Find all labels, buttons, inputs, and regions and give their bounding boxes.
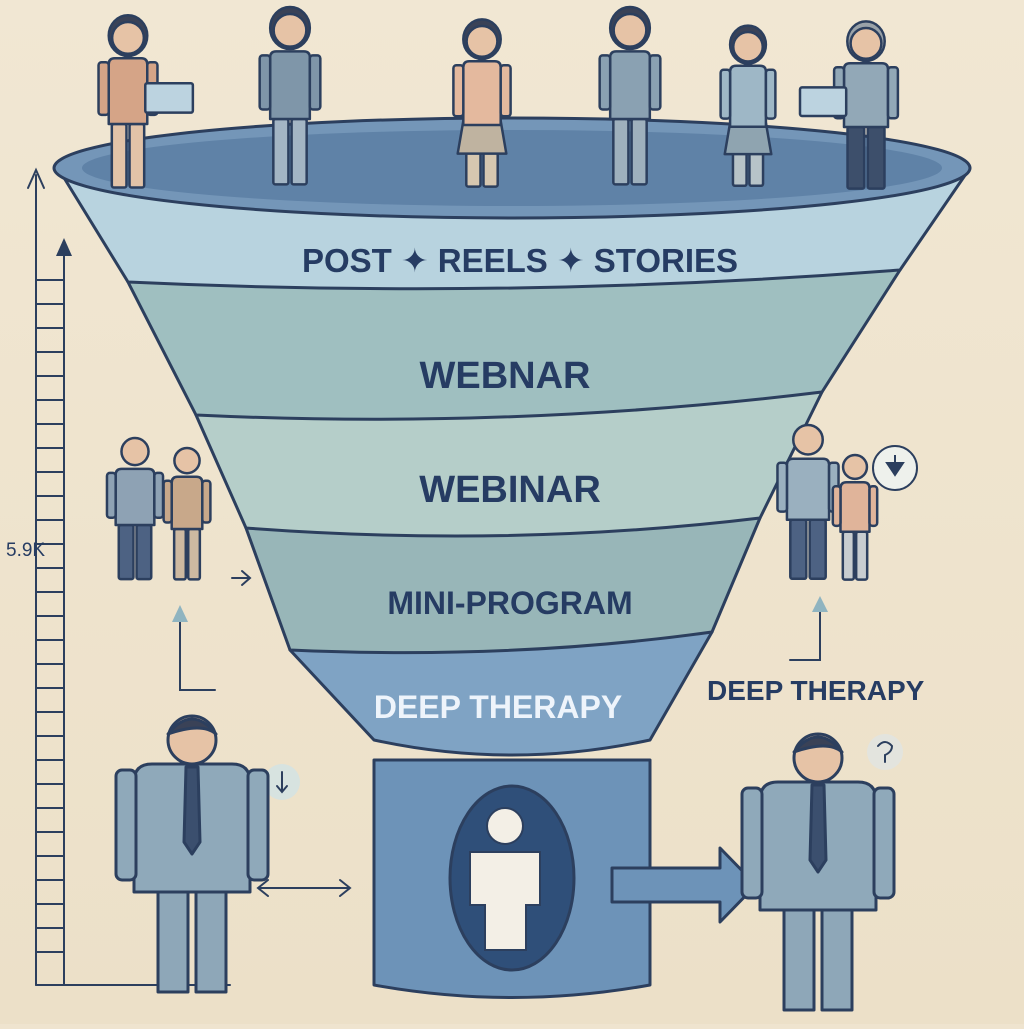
double-arrow-icon bbox=[256, 879, 352, 897]
person-icon bbox=[831, 453, 879, 581]
tier-label-5: DEEP THERAPY bbox=[374, 689, 622, 725]
person-icon bbox=[452, 18, 512, 188]
scale-up-arrow-icon bbox=[27, 167, 45, 189]
person-icon bbox=[719, 24, 777, 188]
scale-marker-icon bbox=[56, 238, 72, 256]
left-connector bbox=[172, 570, 352, 897]
person-icon bbox=[105, 436, 165, 581]
audience-group bbox=[97, 5, 900, 190]
output-arrow-icon bbox=[610, 846, 758, 924]
right-connector bbox=[789, 445, 918, 770]
couple-right bbox=[776, 423, 879, 581]
scale-ladder bbox=[27, 167, 231, 986]
side-label-deep-therapy: DEEP THERAPY bbox=[707, 675, 925, 706]
person-icon bbox=[97, 13, 195, 189]
tier-label-3: WEBINAR bbox=[419, 469, 601, 511]
couple-left bbox=[105, 436, 212, 581]
person-icon bbox=[598, 5, 662, 186]
person-icon bbox=[740, 732, 896, 1012]
person-icon bbox=[162, 446, 212, 581]
person-icon bbox=[258, 5, 322, 186]
person-icon bbox=[114, 714, 270, 994]
client-person-icon bbox=[469, 807, 541, 951]
person-icon bbox=[776, 423, 840, 581]
consultant-right bbox=[740, 732, 896, 1012]
scale-label: 5.9K bbox=[6, 540, 45, 561]
tier-label-1: POST ✦ REELS ✦ STORIES bbox=[302, 242, 738, 279]
consultant-left bbox=[114, 714, 270, 994]
person-icon bbox=[798, 20, 900, 190]
funnel-stem bbox=[372, 758, 652, 999]
arrow-down-icon bbox=[885, 455, 905, 477]
question-badge bbox=[867, 734, 903, 770]
arrow-right-icon bbox=[231, 570, 252, 586]
arrow-down-icon bbox=[276, 771, 288, 794]
tier-label-2: WEBNAR bbox=[420, 355, 591, 397]
tier-label-4: MINI-PROGRAM bbox=[387, 585, 632, 621]
